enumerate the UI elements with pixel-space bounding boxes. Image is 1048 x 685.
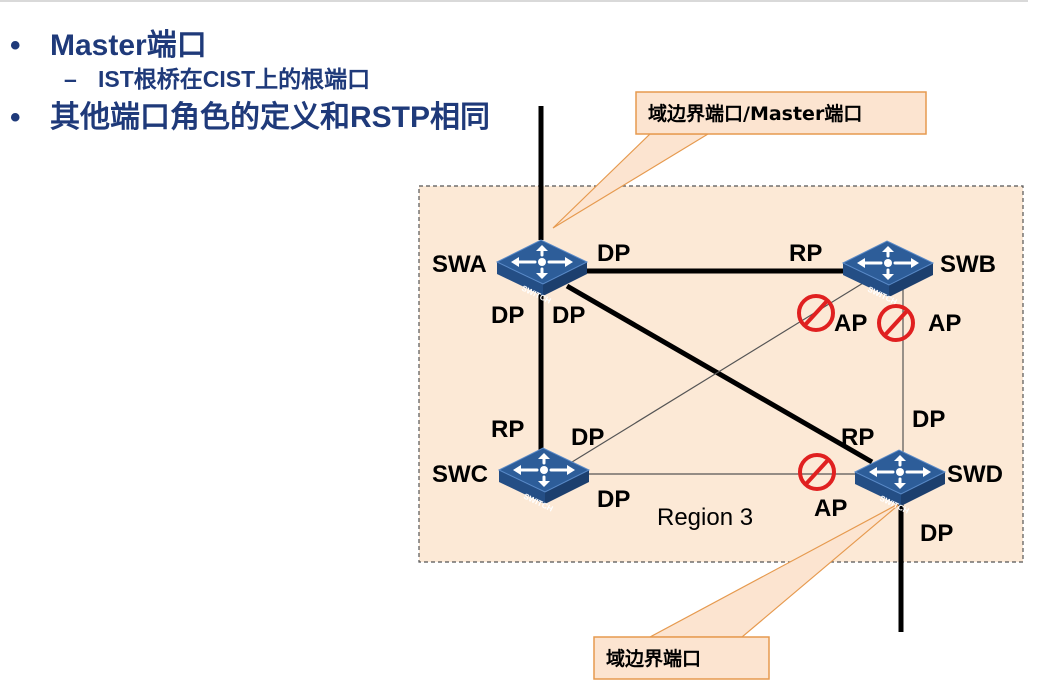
region-label: Region 3 [657,504,753,531]
port-label-swd-down: DP [920,520,953,547]
port-label-swa-right: DP [597,240,630,267]
port-label-swb-ap1: AP [834,310,867,337]
bullet-other-roles: • 其他端口角色的定义和RSTP相同 [10,92,490,136]
switch-label-swa: SWA [432,251,487,278]
port-label-swd-left: AP [814,495,847,522]
sub-bullet-text: IST根桥在CIST上的根端口 [98,66,371,92]
bullet-text: Master端口 [50,29,207,62]
dash-marker: – [64,66,77,92]
top-divider [0,0,1028,2]
callout-top-text: 域边界端口/Master端口 [648,102,862,125]
callout-top-box [635,91,927,135]
bullet-dot: • [10,29,21,62]
port-label-swc-diag: DP [571,424,604,451]
switch-label-swd: SWD [947,461,1003,488]
port-label-swa-diag: DP [552,302,585,329]
sub-bullet-ist-root: –IST根桥在CIST上的根端口 [64,60,370,94]
port-label-swc-up: RP [491,416,524,443]
bullet-text: 其他端口角色的定义和RSTP相同 [50,101,491,134]
bullet-dot: • [10,101,21,134]
port-label-swd-up: DP [912,406,945,433]
bullet-master-port: • Master端口 [10,20,207,64]
callout-bottom-text: 域边界端口 [606,647,701,670]
callout-bottom-box [593,636,770,680]
port-label-swb-left: RP [789,240,822,267]
link-swa-swd [565,283,874,465]
port-label-swc-right: DP [597,486,630,513]
port-label-swd-diag: RP [841,424,874,451]
switch-label-swc: SWC [432,461,488,488]
port-label-swa-down: DP [491,302,524,329]
switch-label-swb: SWB [940,251,996,278]
port-label-swb-ap2: AP [928,310,961,337]
